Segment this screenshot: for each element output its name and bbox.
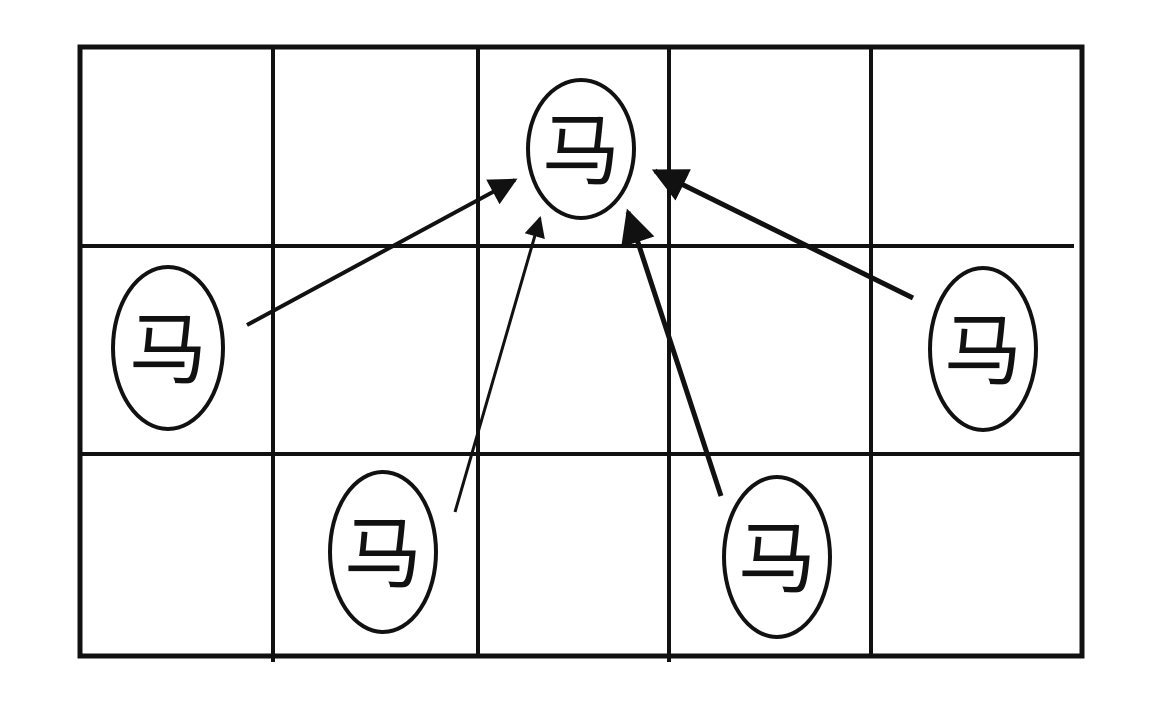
piece-label: 马	[344, 510, 422, 600]
piece-circle	[526, 78, 636, 220]
move-arrow	[246, 178, 518, 327]
piece-circle	[111, 265, 225, 431]
piece-circle	[722, 475, 832, 639]
piece-label: 马	[542, 107, 620, 197]
move-arrows	[246, 168, 915, 513]
move-arrow	[651, 168, 915, 301]
board-grid	[77, 44, 1085, 662]
piece-target: 马	[526, 78, 636, 220]
move-arrow	[453, 215, 545, 513]
piece-label: 马	[738, 515, 816, 605]
piece-bottom-right: 马	[722, 475, 832, 639]
piece-label: 马	[944, 307, 1022, 397]
piece-right: 马	[928, 266, 1038, 432]
piece-circle	[928, 266, 1038, 432]
board-border	[77, 44, 1085, 659]
move-arrow	[621, 208, 724, 497]
piece-bottom-left: 马	[328, 470, 438, 634]
piece-left: 马	[111, 265, 225, 431]
piece-circle	[328, 470, 438, 634]
piece-label: 马	[129, 306, 207, 396]
